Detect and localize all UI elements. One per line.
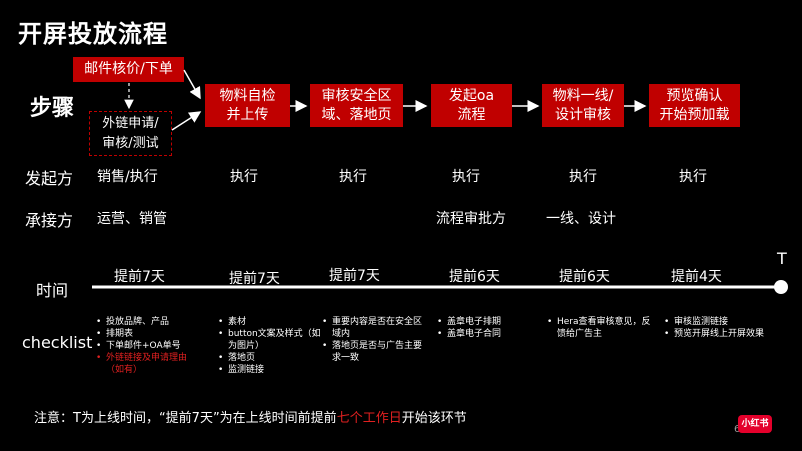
mail-box: 邮件核价/下单 (73, 57, 184, 82)
checklist-2: 素材 button文案及样式（如为图片） 落地页 监测链接 (216, 316, 324, 376)
timeline-label: 提前7天 (114, 269, 165, 285)
step-5-line2: 开始预加载 (659, 106, 730, 123)
page-title: 开屏投放流程 (18, 20, 168, 48)
checklist-6: 审核监测链接 预览开屏线上开屏效果 (662, 316, 766, 340)
step-4-line1: 物料一线/ (552, 87, 614, 104)
receiver-label: 承接方 (25, 211, 74, 230)
footnote-highlight: 七个工作日 (336, 411, 402, 426)
step-2: 审核安全区域、落地页 (310, 84, 403, 127)
initiator-cell: 执行 (339, 169, 367, 185)
timeline-end-label: T (777, 249, 787, 268)
timeline-label: 提前4天 (671, 269, 722, 285)
checklist-item: 落地页是否与广告主要求一致 (322, 340, 424, 364)
step-3: 发起oa 流程 (431, 84, 512, 127)
checklist-5: Hera查看审核意见，反馈给广告主 (545, 316, 652, 340)
timeline-label: 提前7天 (329, 268, 380, 284)
receiver-cell: 一线、设计 (546, 211, 616, 227)
footnote-suffix: 开始该环节 (401, 411, 467, 426)
timeline-end-dot (774, 280, 788, 294)
step-1-line2: 并上传 (226, 106, 269, 123)
steps-label: 步骤 (30, 96, 75, 121)
initiator-cell: 销售/执行 (97, 169, 158, 185)
initiator-label: 发起方 (25, 169, 74, 188)
step-2-line1: 审核安全区 (321, 87, 392, 104)
link-apply-box: 外链申请/ 审核/测试 (89, 111, 172, 156)
step-1: 物料自检并上传 (205, 84, 290, 127)
checklist-item: 预览开屏线上开屏效果 (664, 328, 766, 340)
timeline-label: 提前6天 (449, 269, 500, 285)
checklist-item: button文案及样式（如为图片） (218, 328, 324, 352)
checklist-item: 素材 (218, 316, 324, 328)
checklist-item: 下单邮件+OA单号 (96, 340, 204, 352)
initiator-cell: 执行 (569, 169, 597, 185)
brand-logo: 小红书 (738, 415, 772, 433)
checklist-4: 盖章电子排期 盖章电子合同 (435, 316, 537, 340)
checklist-item: 盖章电子排期 (437, 316, 537, 328)
step-5: 预览确认开始预加载 (649, 84, 740, 127)
checklist-item: 重要内容是否在安全区域内 (322, 316, 424, 340)
checklist-item: Hera查看审核意见，反馈给广告主 (547, 316, 652, 340)
checklist-item: 排期表 (96, 328, 204, 340)
receiver-cell: 流程审批方 (436, 211, 506, 227)
timeline-label: 提前6天 (559, 269, 610, 285)
step-2-line2: 域、落地页 (321, 106, 392, 123)
checklist-item-highlight: 外链链接及申请理由（如有） (96, 352, 204, 376)
step-1-line1: 物料自检 (219, 87, 276, 104)
initiator-cell: 执行 (230, 169, 258, 185)
link-apply-line2: 审核/测试 (102, 136, 159, 151)
page-number: 6 (734, 424, 740, 435)
step-4-line2: 设计审核 (555, 106, 611, 123)
step-3-line2: 流程 (457, 106, 486, 123)
checklist-item: 盖章电子合同 (437, 328, 537, 340)
checklist-label: checklist (22, 333, 93, 352)
footnote: 注意：T为上线时间，“提前7天”为在上线时间前提前七个工作日开始该环节 (34, 407, 467, 426)
arrow-dashed-step1 (171, 111, 202, 131)
checklist-1: 投放品牌、产品 排期表 下单邮件+OA单号 外链链接及申请理由（如有） (94, 316, 204, 376)
step-3-line1: 发起oa (448, 87, 495, 104)
checklist-item: 投放品牌、产品 (96, 316, 204, 328)
checklist-item: 审核监测链接 (664, 316, 766, 328)
footnote-prefix: 注意：T为上线时间，“提前7天”为在上线时间前提前 (34, 411, 337, 426)
checklist-item: 落地页 (218, 352, 324, 364)
initiator-cell: 执行 (679, 169, 707, 185)
checklist-item: 监测链接 (218, 364, 324, 376)
timeline-label: 提前7天 (229, 271, 280, 287)
step-4: 物料一线/设计审核 (542, 84, 624, 127)
receiver-cell: 运营、销管 (97, 211, 167, 227)
step-5-line1: 预览确认 (666, 87, 723, 104)
time-label: 时间 (36, 281, 69, 300)
link-apply-line1: 外链申请/ (102, 116, 159, 131)
arrow-mail-step1 (183, 69, 201, 100)
initiator-cell: 执行 (452, 169, 480, 185)
checklist-3: 重要内容是否在安全区域内 落地页是否与广告主要求一致 (320, 316, 424, 364)
